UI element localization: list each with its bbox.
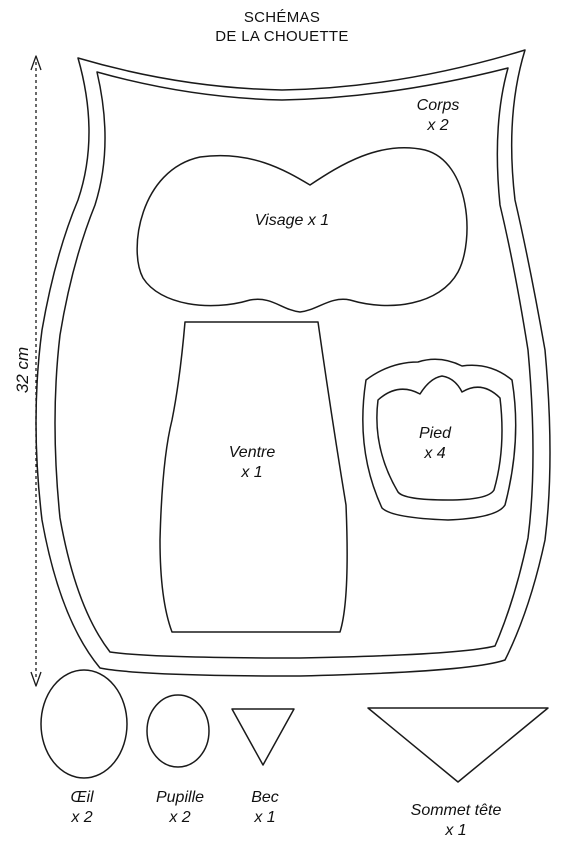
title-line-1: SCHÉMAS — [243, 9, 321, 26]
body-inner-outline — [54, 67, 534, 659]
head-top-qty: x 1 — [445, 822, 467, 839]
height-dimension-arrow — [30, 55, 42, 687]
face-piece — [136, 146, 468, 313]
foot-qty: x 4 — [424, 445, 446, 462]
beak-name: Bec — [251, 789, 279, 806]
body-name: Corps — [416, 97, 460, 114]
belly-label: Ventre x 1 — [217, 443, 287, 483]
eye-name: Œil — [70, 789, 94, 806]
pupil-label: Pupille x 2 — [145, 788, 215, 828]
pupil-piece — [146, 694, 210, 768]
eye-piece — [40, 669, 128, 779]
head-top-name: Sommet tête — [410, 802, 502, 819]
foot-name: Pied — [418, 425, 452, 442]
face-label: Visage x 1 — [254, 212, 330, 229]
foot-outer-outline — [362, 358, 517, 521]
eye-qty: x 2 — [71, 809, 93, 826]
belly-name: Ventre — [228, 444, 276, 461]
page-title: SCHÉMAS DE LA CHOUETTE — [0, 8, 564, 46]
title-line-2: DE LA CHOUETTE — [215, 28, 349, 45]
head-top-label: Sommet tête x 1 — [396, 801, 516, 841]
beak-piece — [231, 708, 295, 766]
belly-piece — [159, 321, 348, 633]
body-outer-outline — [35, 49, 551, 677]
beak-label: Bec x 1 — [238, 788, 292, 828]
foot-piece — [376, 375, 503, 501]
beak-qty: x 1 — [254, 809, 276, 826]
foot-label: Pied x 4 — [408, 424, 462, 464]
pupil-qty: x 2 — [169, 809, 191, 826]
pupil-name: Pupille — [155, 789, 205, 806]
height-dimension-label: 32 cm — [13, 346, 32, 394]
belly-qty: x 1 — [241, 464, 263, 481]
body-label: Corps x 2 — [408, 96, 468, 136]
head-top-piece — [367, 707, 549, 783]
body-qty: x 2 — [427, 117, 449, 134]
eye-label: Œil x 2 — [52, 788, 112, 828]
